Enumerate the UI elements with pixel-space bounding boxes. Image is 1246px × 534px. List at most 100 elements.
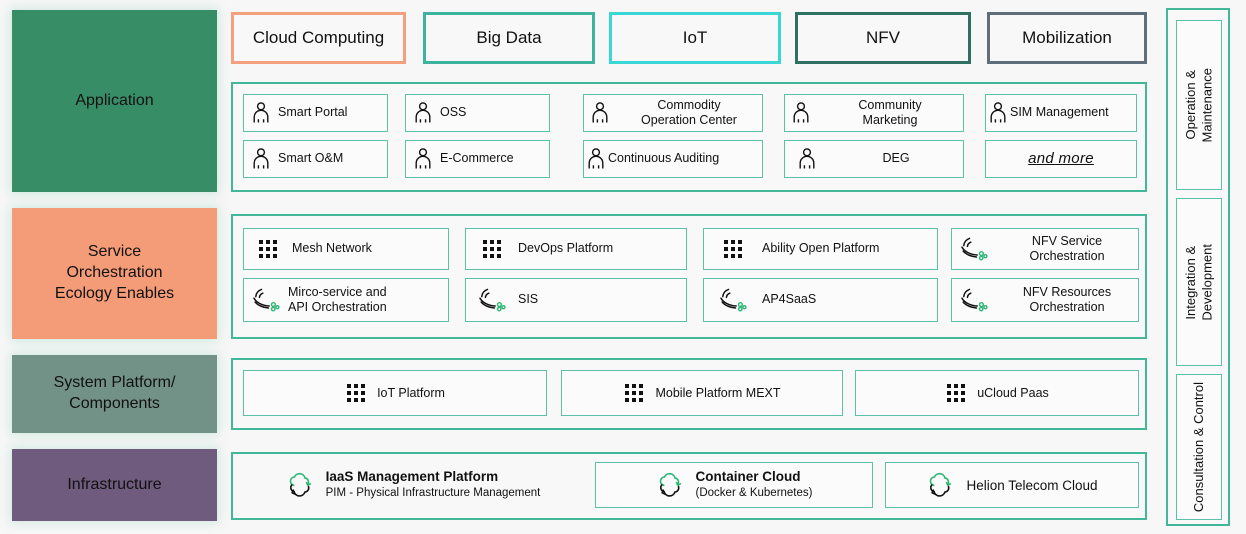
tag-iot[interactable]: IoT [609,12,781,64]
tag-mobilization[interactable]: Mobilization [987,12,1147,64]
app-item-continuous-auditing[interactable]: Continuous Auditing [583,140,763,178]
app-item-label: Commodity Operation Center [641,97,737,127]
inf-item-container-cloud[interactable]: Container Cloud (Docker & Kubernetes) [595,462,873,508]
app-item-deg[interactable]: DEG [784,140,964,178]
person-icon [785,102,817,124]
inf-item-title: Helion Telecom Cloud [966,477,1098,493]
svc-item-ability-open-platform[interactable]: Ability Open Platform [703,228,938,270]
app-item-label: E-Commerce [440,151,514,166]
rail-item-consultation-control[interactable]: Consultation & Control [1176,374,1222,520]
app-item-and-more[interactable]: and more [985,140,1137,178]
layer-label-infrastructure: Infrastructure [12,449,217,521]
side-rail: Operation & Maintenance Integration & De… [1166,8,1230,526]
swoosh-icon [952,236,996,262]
person-icon [244,102,278,124]
system-platform-panel: IoT Platform Mobile Platform MEXT uCloud… [231,358,1147,430]
layer-label-infrastructure-text: Infrastructure [67,475,162,493]
person-icon [986,102,1010,124]
swoosh-icon [704,287,762,313]
sys-item-label: IoT Platform [377,386,445,400]
sys-item-label: uCloud Paas [977,386,1049,400]
swoosh-icon [466,287,518,313]
rail-item-label: Operation & Maintenance [1182,67,1214,143]
layer-label-system-platform: System Platform/ Components [12,355,217,433]
person-icon [584,102,616,124]
app-item-community-marketing[interactable]: Community Marketing [784,94,964,132]
app-item-label: Smart Portal [278,105,348,120]
grid-dots-icon [945,382,967,404]
swoosh-icon [244,287,288,313]
app-item-oss[interactable]: OSS [405,94,550,132]
cloud-refresh-icon [286,472,316,498]
layer-label-application-text: Application [75,91,154,109]
tag-big-data[interactable]: Big Data [423,12,595,64]
app-item-label: Community Marketing [858,97,922,127]
application-panel: Smart Portal OSS Commodity Operation Cen… [231,82,1147,192]
person-icon [244,148,278,170]
rail-item-operation-maintenance[interactable]: Operation & Maintenance [1176,20,1222,190]
app-item-label: Continuous Auditing [608,151,720,166]
sys-item-ucloud-paas[interactable]: uCloud Paas [855,370,1139,416]
grid-dots-icon [466,238,518,260]
svc-item-label: AP4SaaS [762,292,817,307]
person-icon [584,148,608,170]
layer-label-service-orchestration: Service Orchestration Ecology Enables [12,208,217,339]
layer-label-application: Application [12,10,217,192]
inf-item-subtitle: PIM - Physical Infrastructure Management [325,487,541,500]
infrastructure-panel: IaaS Management Platform PIM - Physical … [231,452,1147,520]
svc-item-nfv-service-orchestration[interactable]: NFV Service Orchestration [951,228,1139,270]
rail-item-label: Consultation & Control [1190,381,1206,513]
tag-nfv-label: NFV [866,28,900,47]
layer-label-service-orchestration-text: Service Orchestration Ecology Enables [54,243,175,302]
tag-big-data-label: Big Data [476,28,542,47]
inf-item-title: IaaS Management Platform [325,469,499,485]
app-item-smart-om[interactable]: Smart O&M [243,140,388,178]
app-item-label: SIM Management [1010,105,1109,120]
person-icon [785,148,829,170]
grid-dots-icon [244,238,292,260]
tag-nfv[interactable]: NFV [795,12,971,64]
inf-item-iaas-management-platform[interactable]: IaaS Management Platform PIM - Physical … [243,462,583,508]
rail-item-label: Integration & Development [1182,243,1214,321]
app-item-label: DEG [882,151,910,166]
app-item-label: Smart O&M [278,151,344,166]
tag-iot-label: IoT [682,28,708,47]
service-orchestration-panel: Mesh Network DevOps Platform Ability Ope… [231,214,1147,339]
cloud-refresh-icon [926,472,956,498]
app-item-label: OSS [440,105,467,120]
inf-item-title: Container Cloud [695,469,801,485]
svc-item-devops-platform[interactable]: DevOps Platform [465,228,687,270]
tag-cloud-computing-label: Cloud Computing [252,28,385,47]
app-item-commodity-operation-center[interactable]: Commodity Operation Center [583,94,763,132]
layer-label-system-platform-text: System Platform/ Components [53,374,176,412]
svc-item-label: SIS [518,292,539,307]
grid-dots-icon [623,382,645,404]
tag-mobilization-label: Mobilization [1022,28,1112,47]
inf-item-subtitle: (Docker & Kubernetes) [695,487,813,500]
sys-item-iot-platform[interactable]: IoT Platform [243,370,547,416]
svc-item-micro-service-api-orchestration[interactable]: Mirco-service and API Orchestration [243,278,449,322]
app-item-smart-portal[interactable]: Smart Portal [243,94,388,132]
svc-item-ap4saas[interactable]: AP4SaaS [703,278,938,322]
person-icon [406,102,440,124]
sys-item-label: Mobile Platform MEXT [655,386,781,400]
swoosh-icon [952,287,996,313]
rail-item-integration-development[interactable]: Integration & Development [1176,198,1222,366]
svc-item-mesh-network[interactable]: Mesh Network [243,228,449,270]
app-item-sim-management[interactable]: SIM Management [985,94,1137,132]
svc-item-label: Mirco-service and API Orchestration [288,284,387,314]
svc-item-label: Ability Open Platform [762,241,880,256]
grid-dots-icon [704,238,762,260]
app-item-e-commerce[interactable]: E-Commerce [405,140,550,178]
sys-item-mobile-platform-mext[interactable]: Mobile Platform MEXT [561,370,843,416]
cloud-refresh-icon [656,472,686,498]
inf-item-helion-telecom-cloud[interactable]: Helion Telecom Cloud [885,462,1139,508]
app-item-label: and more [1028,149,1094,167]
svc-item-nfv-resources-orchestration[interactable]: NFV Resources Orchestration [951,278,1139,322]
svc-item-sis[interactable]: SIS [465,278,687,322]
person-icon [406,148,440,170]
tag-cloud-computing[interactable]: Cloud Computing [231,12,406,64]
svc-item-label: DevOps Platform [518,241,614,256]
svc-item-label: NFV Resources Orchestration [1022,284,1112,314]
